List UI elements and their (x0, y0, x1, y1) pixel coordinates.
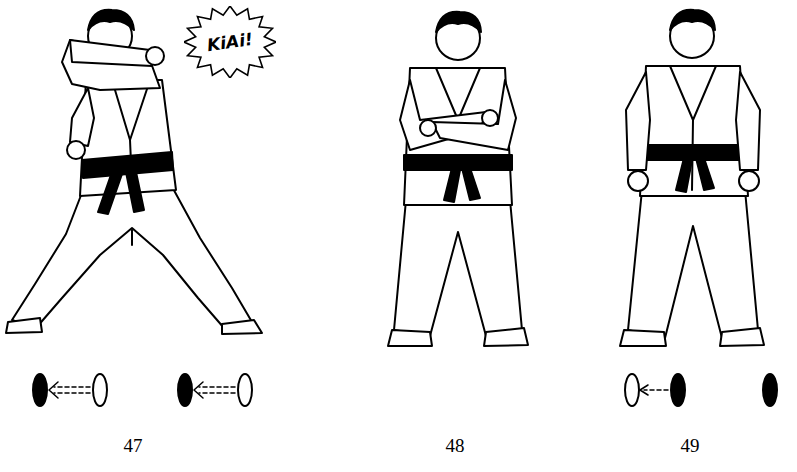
figure-49 (620, 10, 777, 406)
figure-48 (388, 12, 528, 346)
figure-number: 48 (446, 435, 465, 457)
figure-number: 47 (124, 435, 143, 457)
figure-number: 49 (681, 435, 700, 457)
kiai-burst: KiAi! (184, 6, 276, 78)
